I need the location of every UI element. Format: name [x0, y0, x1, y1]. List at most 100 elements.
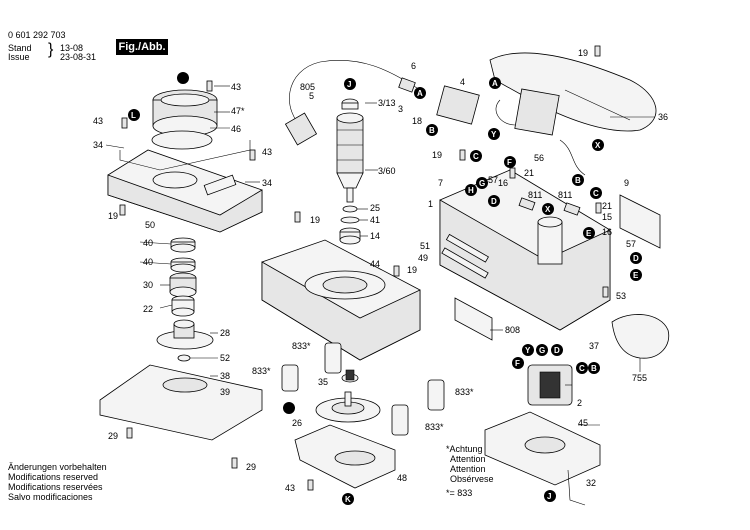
callout-47: 47* [231, 106, 245, 116]
callout-39: 39 [220, 387, 230, 397]
note-ref: *= 833 [446, 488, 473, 498]
callout-22: 22 [143, 304, 153, 314]
stand-value: 13-08 [60, 43, 84, 53]
spring-49 [441, 247, 489, 279]
callout-16: 16 [498, 178, 508, 188]
marker-x: X [595, 141, 601, 150]
callout-38: 38 [220, 371, 230, 381]
callout-5: 5 [309, 91, 314, 101]
bushing-833-left [324, 342, 342, 374]
fan-26 [315, 391, 381, 423]
callout-28: 28 [220, 328, 230, 338]
callout-19: 19 [578, 48, 588, 58]
callout-57: 57 [626, 239, 636, 249]
solid-dot-marker [283, 402, 295, 414]
callout-19: 19 [407, 265, 417, 275]
callout-43: 43 [93, 116, 103, 126]
marker-c: C [579, 364, 585, 373]
marker-l: L [131, 111, 136, 120]
callout-18: 18 [412, 116, 422, 126]
bushing-833-right2 [391, 404, 409, 436]
callout-805: 805 [300, 82, 315, 92]
marker-c: C [473, 152, 479, 161]
callout-35: 35 [318, 377, 328, 387]
bearing-40a [170, 237, 196, 253]
footer-line-3: Modifications reservées [8, 482, 103, 492]
callout-37: 37 [589, 341, 599, 351]
callout-34: 34 [262, 178, 272, 188]
callout-57: 57 [488, 175, 498, 185]
washer-52 [177, 354, 191, 362]
callout-30: 30 [143, 280, 153, 290]
marker-a: A [417, 89, 423, 98]
callout-26: 26 [292, 418, 302, 428]
marker-y: Y [491, 130, 497, 139]
callout-45: 45 [578, 418, 588, 428]
screws [119, 45, 609, 491]
base-frame [107, 149, 263, 233]
callout-3-13: 3/13 [378, 98, 396, 108]
letter-markers: J L A A B Y X C B F H G D X C E D E F Y … [128, 77, 642, 505]
callout-40: 40 [143, 257, 153, 267]
callout-34: 34 [93, 140, 103, 150]
footer-line-4: Salvo modificaciones [8, 492, 93, 502]
callout-9: 9 [624, 178, 629, 188]
dust-outlet-48 [294, 424, 396, 489]
figure-label: Fig./Abb. 1 [116, 39, 168, 69]
cover-36 [489, 52, 657, 132]
hex-key-32 [567, 469, 586, 506]
issue-value: 23-08-31 [60, 52, 97, 62]
callout-16: 16 [602, 227, 612, 237]
callout-3-60: 3/60 [378, 166, 396, 176]
callout-51: 51 [420, 241, 430, 251]
callout-755: 755 [632, 373, 647, 383]
callout-41: 41 [370, 215, 380, 225]
callout-15: 15 [602, 212, 612, 222]
marker-e: E [586, 229, 592, 238]
plate-9 [619, 194, 661, 249]
callout-3: 3 [398, 104, 403, 114]
note-line-2: Attention [450, 454, 486, 464]
carbon-brushes-811 [518, 197, 581, 216]
switch-4 [436, 85, 480, 125]
callout-44: 44 [370, 259, 380, 269]
callout-29: 29 [246, 462, 256, 472]
sleeve-22 [171, 295, 195, 317]
callout-21: 21 [602, 201, 612, 211]
callout-811: 811 [558, 190, 572, 200]
leader-lines [105, 85, 655, 426]
callout-48: 48 [397, 473, 407, 483]
callout-56: 56 [534, 153, 544, 163]
washer-41 [340, 216, 360, 224]
label-808 [454, 297, 493, 341]
callout-43: 43 [231, 82, 241, 92]
footer-line-1: Änderungen vorbehalten [8, 462, 107, 472]
bushing-833-right [427, 379, 445, 411]
callout-19: 19 [432, 150, 442, 160]
callout-36: 36 [658, 112, 668, 122]
bearing-313 [341, 98, 359, 110]
callout-43: 43 [285, 483, 295, 493]
callout-50: 50 [145, 220, 155, 230]
marker-y: Y [525, 346, 531, 355]
part-number: 0 601 292 703 [8, 30, 66, 40]
marker-b: B [429, 126, 435, 135]
note-line-1: *Achtung [446, 444, 483, 454]
callout-833: 833* [252, 366, 271, 376]
note-line-3: Attention [450, 464, 486, 474]
callout-46: 46 [231, 124, 241, 134]
callout-7: 7 [438, 178, 443, 188]
marker-a: A [492, 79, 498, 88]
callout-833: 833* [292, 341, 311, 351]
bearing-40b [170, 257, 196, 273]
bushing-833-left2 [281, 364, 299, 392]
callout-29: 29 [108, 431, 118, 441]
marker-f: F [515, 359, 520, 368]
callout-6: 6 [411, 61, 416, 71]
field-coil-2 [527, 364, 573, 406]
marker-g: G [539, 346, 545, 355]
bearing-30 [169, 272, 197, 298]
marker-j: J [547, 492, 551, 501]
callout-14: 14 [370, 231, 380, 241]
marker-k: K [345, 495, 351, 504]
